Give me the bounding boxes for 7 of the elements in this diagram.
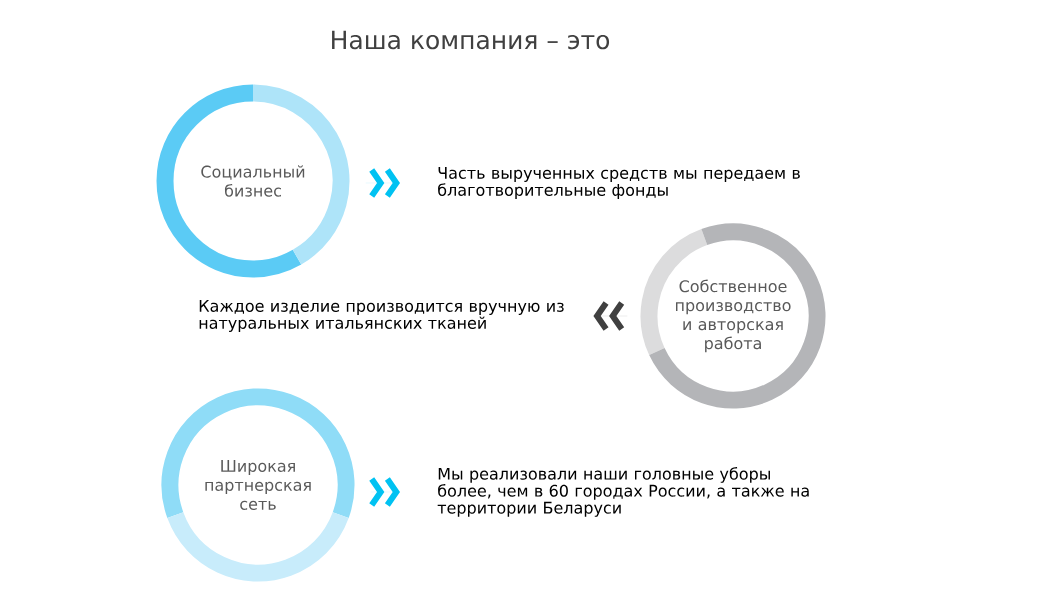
description-text: Мы реализовали наши головные уборы более, чем в 60 городах России, а также на территории Беларуси [437, 467, 809, 517]
ring-node: Собственное производство и авторская работа [640, 223, 826, 409]
description-text: Каждое изделие производится вручную из натуральных итальянских тканей [199, 300, 564, 332]
ring-node: Широкая партнерская сеть [161, 388, 355, 582]
ring-node: Социальный бизнес [156, 84, 350, 278]
description-text: Часть вырученных средств мы передаем в благотворительные фонды [438, 167, 800, 199]
title: Наша компания – это [332, 30, 610, 50]
